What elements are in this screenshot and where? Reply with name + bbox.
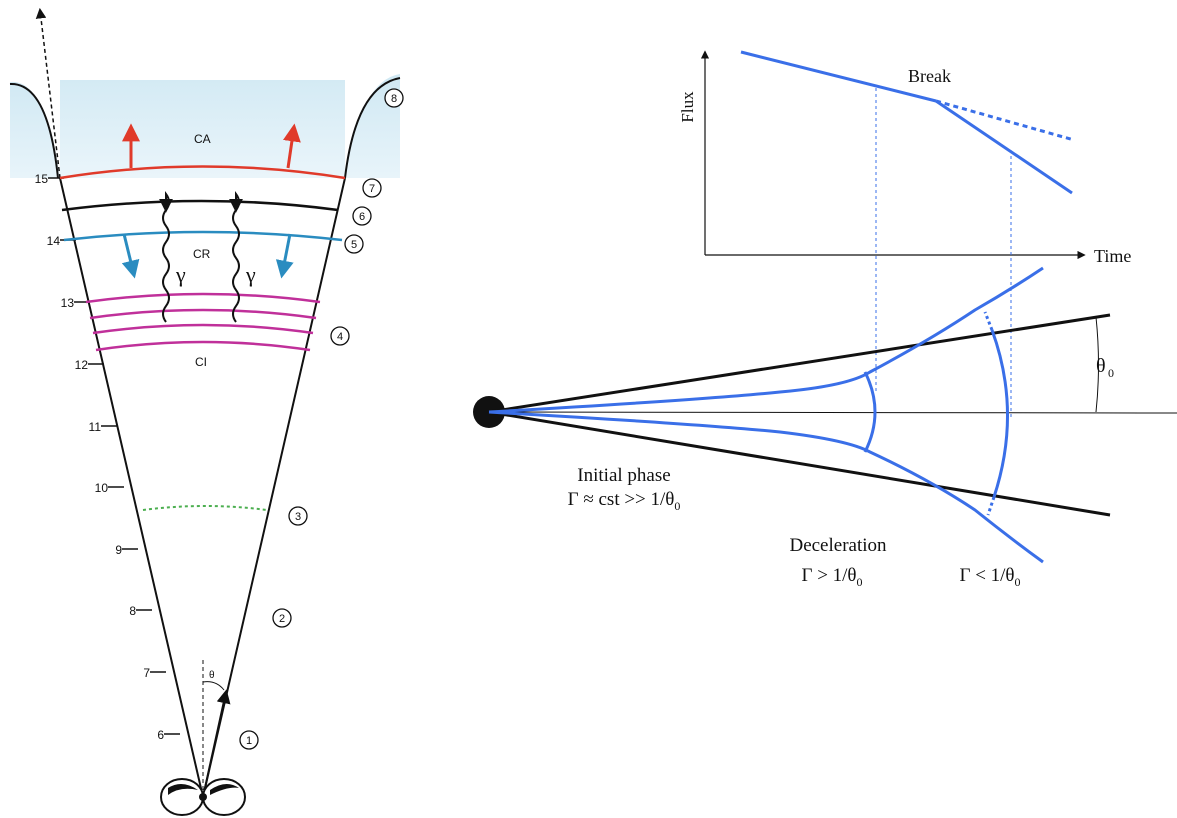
- marker-6: 6: [352, 206, 372, 226]
- distance-ticks: [48, 177, 180, 735]
- contact-shell: [61, 199, 339, 212]
- marker-7: 7: [362, 178, 382, 198]
- tick-label-8: 8: [129, 604, 136, 618]
- svg-text:Γ ≈ cst >> 1/θ0: Γ ≈ cst >> 1/θ0: [568, 489, 681, 513]
- internal-collision-shells: [85, 292, 321, 352]
- distance-tick-labels: 6 7 8 9 10 11 12 13 14 15: [35, 172, 165, 742]
- svg-text:Deceleration: Deceleration: [789, 535, 887, 556]
- late-phase-label: Γ < 1/θ0: [959, 565, 1020, 589]
- theta-label: θ: [209, 670, 215, 681]
- svg-text:5: 5: [351, 239, 357, 251]
- cone-lower-edge: [488, 410, 1111, 517]
- deceleration-label: Deceleration Γ > 1/θ0: [789, 535, 887, 589]
- external-medium-region: [10, 74, 400, 178]
- marker-8: 8: [384, 88, 404, 108]
- svg-text:1: 1: [246, 735, 252, 747]
- ca-label: CA: [194, 132, 211, 146]
- marker-3: 3: [288, 506, 308, 526]
- svg-text:4: 4: [337, 331, 343, 343]
- left-jet-diagram: θ 6 7 8 9 10: [9, 7, 404, 816]
- tick-label-10: 10: [95, 481, 109, 495]
- forward-shock-shell: [59, 165, 346, 180]
- front-late-dotted-bottom: [986, 496, 996, 516]
- svg-text:2: 2: [279, 613, 285, 625]
- tick-label-13: 13: [61, 296, 75, 310]
- jet-stream-upper: [488, 266, 1044, 414]
- flux-axis-label: Flux: [678, 91, 697, 123]
- sheath-fill: [60, 80, 345, 178]
- central-engine-icon: [160, 778, 246, 816]
- svg-text:7: 7: [369, 183, 375, 195]
- escape-dotted-arrow: [35, 7, 61, 179]
- shell-3-dashed: [142, 505, 268, 511]
- front-late-dotted-top: [983, 311, 994, 331]
- light-curve-post-break: [935, 99, 1073, 195]
- reverse-shock-shell: [63, 230, 343, 242]
- reverse-shock-arrow-left: [121, 233, 140, 279]
- marker-2: 2: [272, 608, 292, 628]
- tick-label-11: 11: [89, 420, 102, 434]
- svg-text:3: 3: [295, 511, 301, 523]
- light-curve-extrapolation: [935, 99, 1075, 142]
- marker-1: 1: [239, 730, 259, 750]
- funnel-left-boundary: [9, 82, 59, 179]
- time-axis-label: Time: [1094, 246, 1131, 266]
- svg-text:6: 6: [359, 211, 365, 223]
- theta0-arc: [1095, 316, 1099, 413]
- svg-text:Γ > 1/θ0: Γ > 1/θ0: [801, 565, 862, 589]
- reverse-shock-arrow-right: [275, 233, 294, 279]
- funnel-right-boundary: [344, 77, 401, 179]
- break-label: Break: [908, 66, 951, 86]
- jet-cone-left-edge: [59, 177, 204, 798]
- theta0-label: θ 0: [1096, 355, 1114, 380]
- svg-text:Initial phase: Initial phase: [577, 465, 670, 486]
- tick-label-12: 12: [75, 358, 89, 372]
- light-curve-pre-break: [740, 50, 937, 103]
- forward-shock-arrow-right: [283, 123, 301, 169]
- tick-label-14: 14: [47, 234, 61, 248]
- front-late: [990, 329, 1009, 498]
- svg-text:θ: θ: [1096, 355, 1106, 377]
- tick-label-9: 9: [115, 543, 122, 557]
- gamma-photon-right: [229, 190, 243, 323]
- tick-label-7: 7: [143, 666, 150, 680]
- right-jet-diagram: Flux Time Break θ 0 Initial phase: [473, 50, 1177, 589]
- initial-phase-label: Initial phase Γ ≈ cst >> 1/θ0: [568, 465, 681, 513]
- tick-label-15: 15: [35, 172, 49, 186]
- svg-text:8: 8: [391, 93, 397, 105]
- jet-launch-arrow: [202, 689, 231, 798]
- cr-label: CR: [193, 247, 211, 261]
- gamma-label-left: γ: [175, 262, 186, 287]
- tick-label-6: 6: [157, 728, 164, 742]
- cone-upper-edge: [488, 313, 1111, 414]
- ci-label: CI: [195, 355, 207, 369]
- theta-arc: [202, 681, 225, 691]
- jet-axis-line: [488, 411, 1177, 414]
- gamma-photon-left: [159, 190, 173, 323]
- gamma-label-right: γ: [245, 262, 256, 287]
- jet-stream-lower: [488, 410, 1044, 564]
- svg-text:Γ < 1/θ0: Γ < 1/θ0: [959, 565, 1020, 589]
- marker-5: 5: [344, 234, 364, 254]
- svg-text:0: 0: [1108, 366, 1114, 380]
- front-deceleration: [863, 371, 877, 453]
- marker-4: 4: [330, 326, 350, 346]
